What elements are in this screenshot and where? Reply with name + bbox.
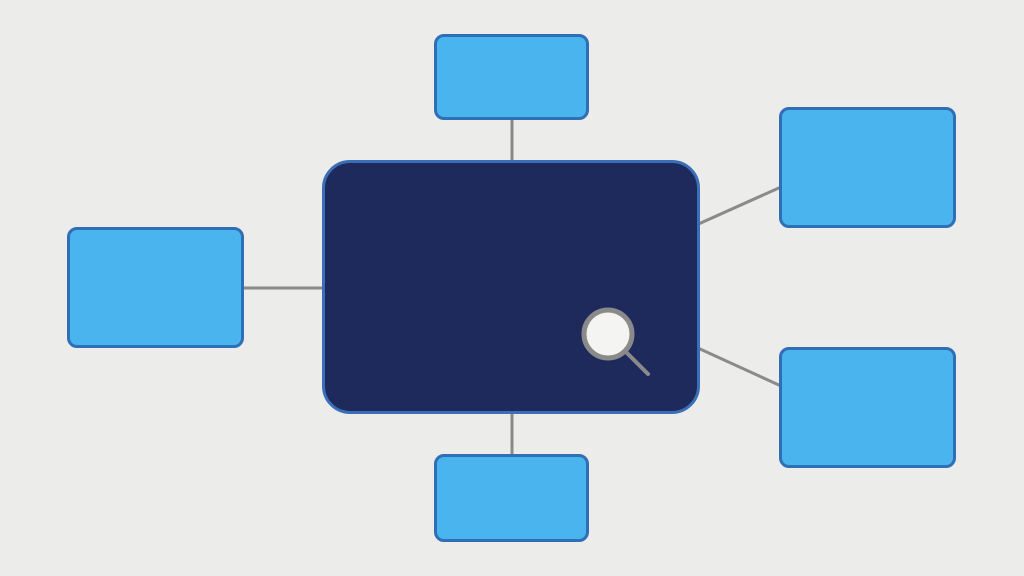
node-bottom bbox=[434, 454, 589, 542]
node-left bbox=[67, 227, 244, 348]
node-right-top bbox=[779, 107, 956, 228]
node-top bbox=[434, 34, 589, 120]
node-right-bottom bbox=[779, 347, 956, 468]
central-hub bbox=[322, 160, 700, 414]
search-handle bbox=[624, 350, 650, 376]
search-icon bbox=[581, 307, 650, 376]
search-lens bbox=[581, 307, 635, 361]
